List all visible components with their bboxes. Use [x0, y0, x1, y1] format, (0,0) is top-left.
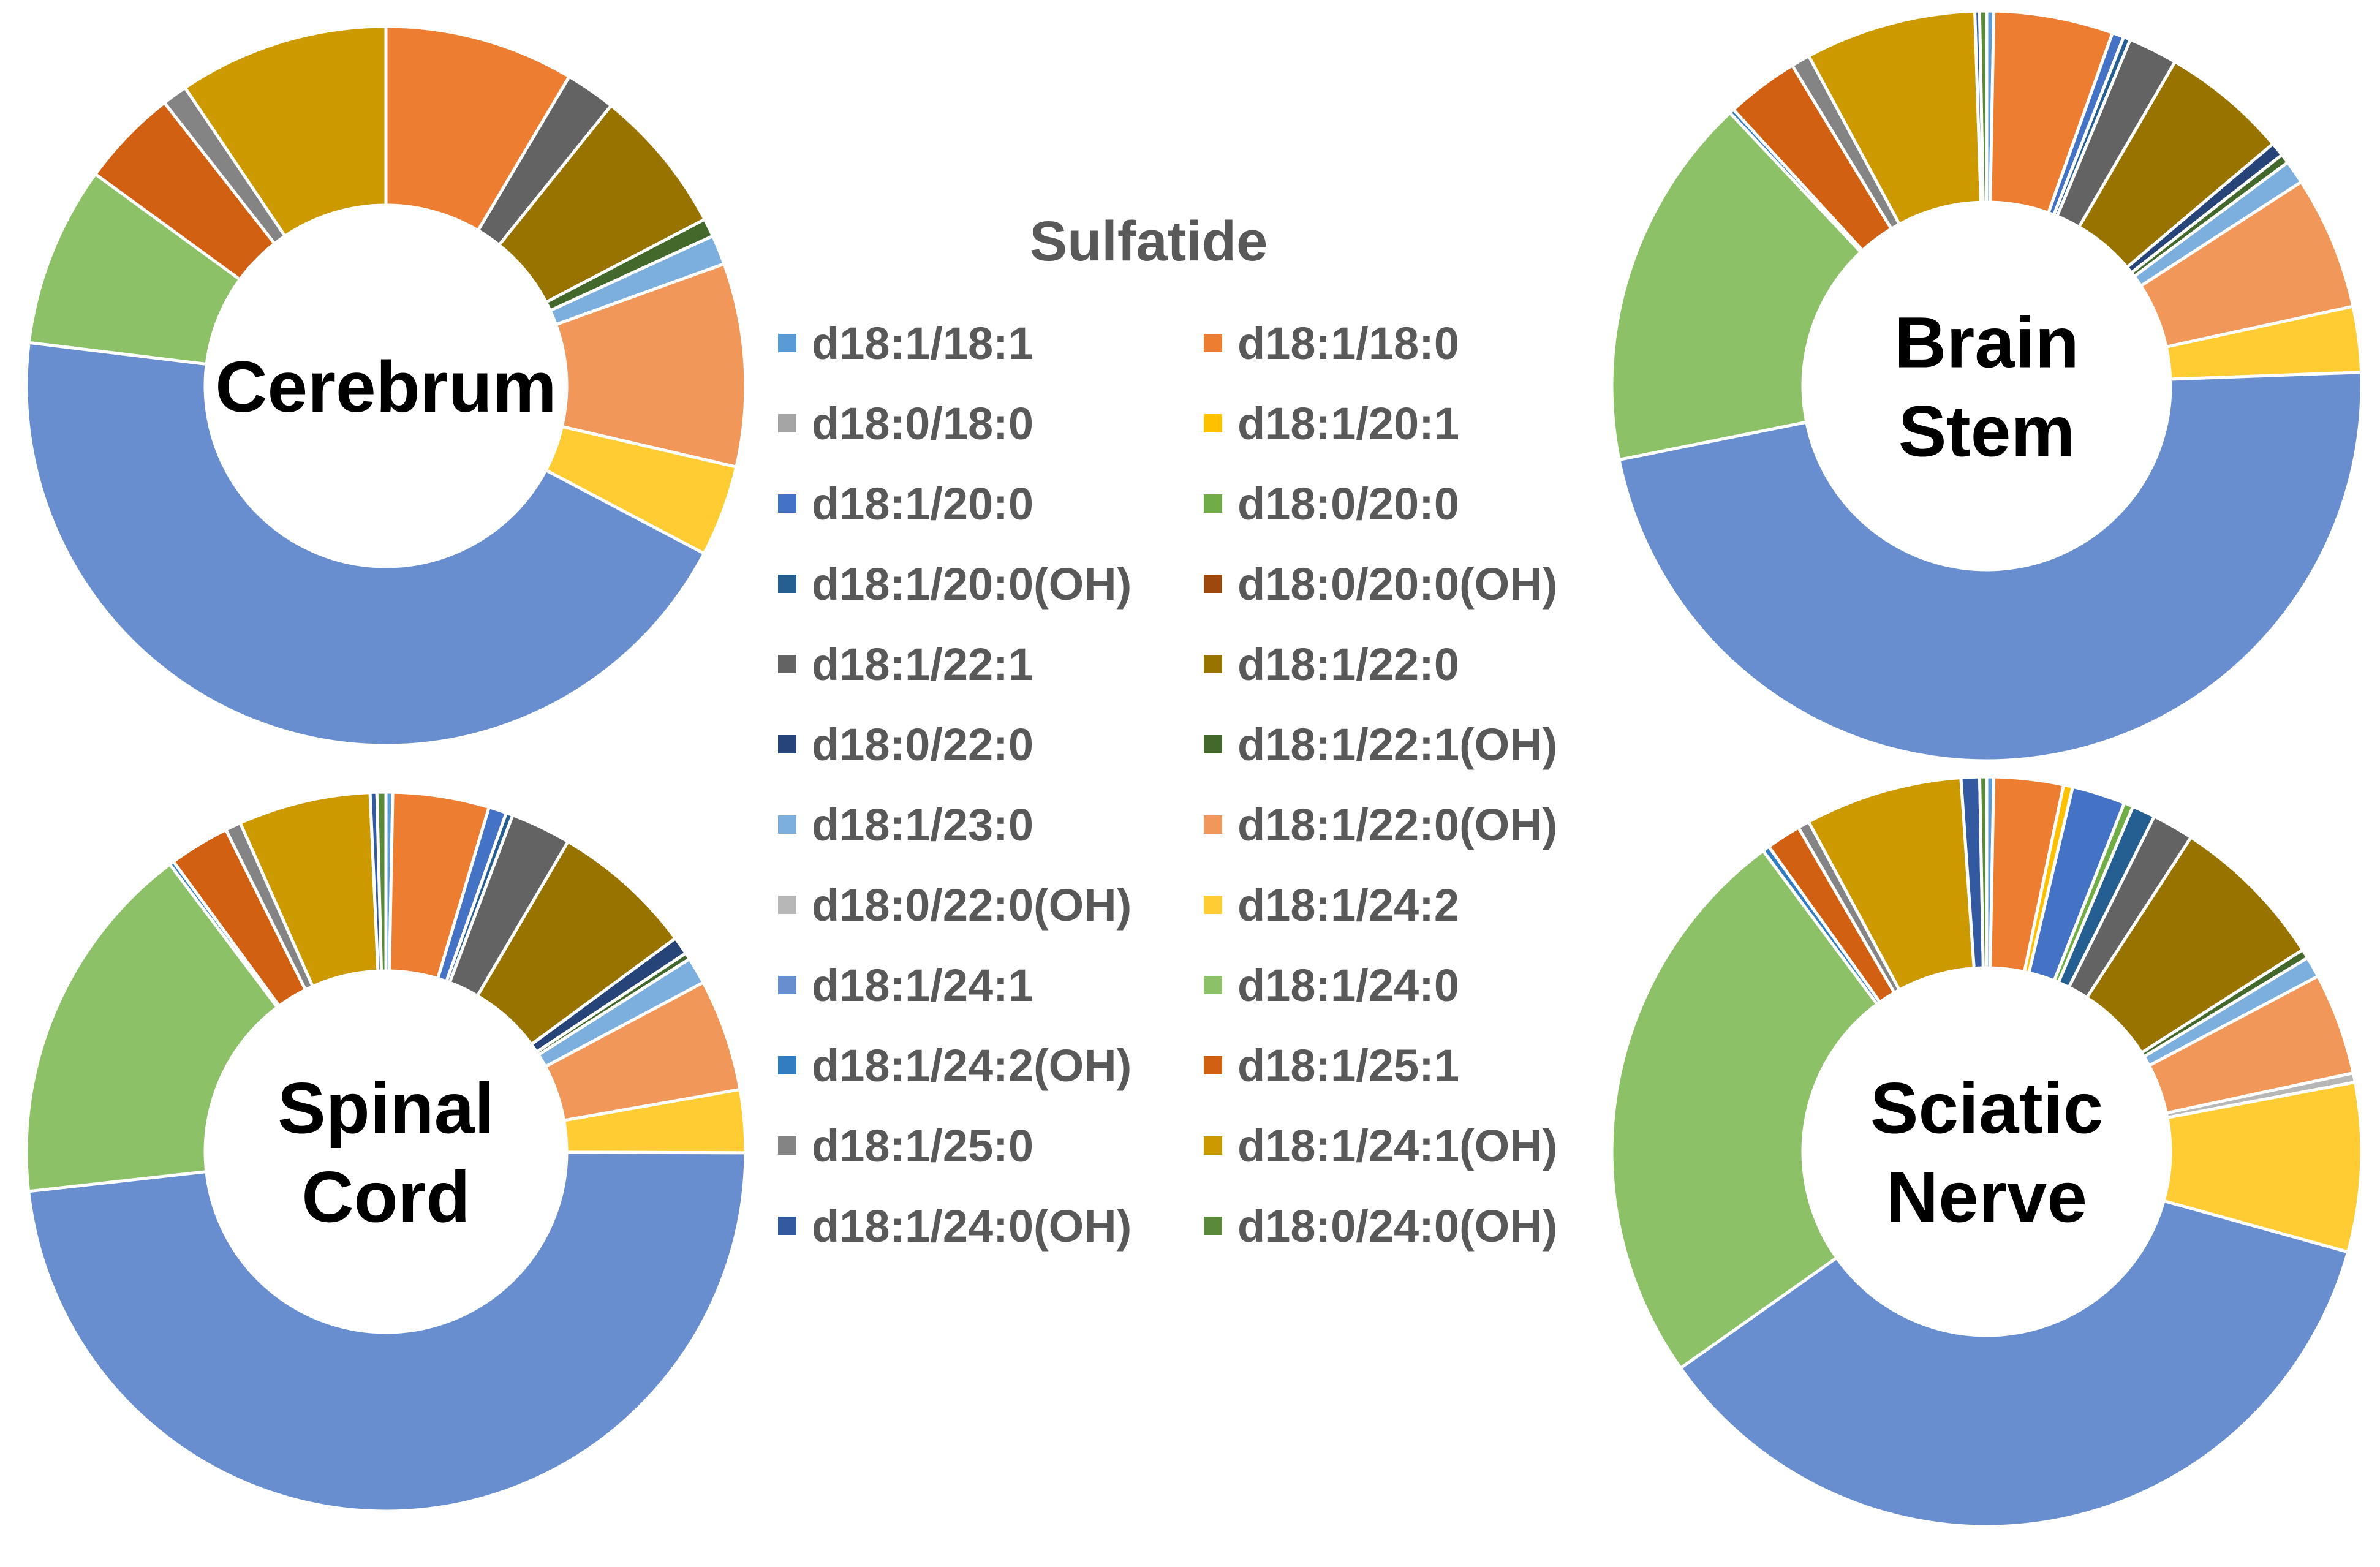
donut-3-slice-d18:0/24:0(OH): [375, 790, 388, 973]
legend-label: d18:1/22:0: [1237, 639, 1459, 690]
legend-label: d18:1/20:0: [812, 478, 1033, 529]
legend-item: d18:1/24:2(OH): [778, 1040, 1131, 1091]
legend-item: d18:0/20:0: [1204, 478, 1459, 529]
legend-swatch: [778, 655, 796, 673]
legend-label: d18:1/20:0(OH): [812, 559, 1131, 610]
legend-label: d18:1/24:2(OH): [812, 1040, 1131, 1091]
donut-1-slice-d18:1/24:1: [25, 341, 706, 747]
legend-swatch: [778, 896, 796, 914]
legend-item: d18:1/25:0: [778, 1120, 1033, 1171]
legend-label: d18:1/18:1: [812, 318, 1033, 369]
legend-item: d18:1/18:0: [1204, 318, 1459, 369]
legend-label: d18:0/20:0: [1237, 478, 1459, 529]
legend-item: d18:1/24:2: [1204, 880, 1459, 931]
legend-item: d18:1/24:0: [1204, 960, 1459, 1011]
legend-label: d18:1/24:2: [1237, 880, 1459, 931]
legend-label: d18:0/18:0: [812, 398, 1033, 449]
donut-4-slice-d18:1/24:1: [1678, 1199, 2350, 1528]
legend-label: d18:1/18:0: [1237, 318, 1459, 369]
legend-label: d18:1/24:0(OH): [812, 1201, 1131, 1252]
donut-1-slice-d18:1/22:0(OH): [554, 262, 747, 469]
donut-2-slice-d18:1/24:1: [1617, 371, 2363, 763]
legend-item: d18:1/20:0: [778, 478, 1033, 529]
legend-swatch: [778, 976, 796, 994]
donut-2-slice-d18:1/24:0: [1610, 110, 1864, 462]
legend-item: d18:0/18:0: [778, 398, 1033, 449]
donut-1-label: Cerebrum: [215, 347, 556, 428]
legend-swatch: [778, 575, 796, 593]
legend-swatch: [778, 1217, 796, 1235]
legend-label: d18:1/25:1: [1237, 1040, 1459, 1091]
legend-item: d18:1/22:0(OH): [1204, 799, 1557, 850]
legend-label: d18:0/22:0: [812, 719, 1033, 770]
legend-label: d18:1/24:1(OH): [1237, 1120, 1557, 1171]
legend-item: d18:0/24:0(OH): [1204, 1201, 1557, 1252]
legend-swatch: [778, 414, 796, 432]
legend-swatch: [1204, 976, 1222, 994]
legend-swatch: [1204, 815, 1222, 834]
legend-item: d18:1/24:1: [778, 960, 1033, 1011]
legend-item: d18:1/22:0: [1204, 639, 1459, 690]
legend-swatch: [778, 1136, 796, 1155]
legend-label: d18:1/22:0(OH): [1237, 799, 1557, 850]
donut-3-slice-d18:1/24:0: [25, 862, 280, 1193]
legend-label: d18:1/25:0: [812, 1120, 1033, 1171]
legend-swatch: [1204, 575, 1222, 593]
legend-swatch: [778, 494, 796, 513]
legend-item: d18:1/22:1: [778, 639, 1033, 690]
legend-label: d18:1/22:1: [812, 639, 1033, 690]
legend-label: d18:1/24:1: [812, 960, 1033, 1011]
legend-item: d18:0/22:0(OH): [778, 880, 1131, 931]
donut-4-slice-d18:1/24:0: [1610, 848, 1879, 1370]
legend-swatch: [1204, 414, 1222, 432]
donut-1-slice-d18:1/24:1(OH): [183, 25, 388, 238]
legend-swatch: [778, 334, 796, 352]
legend-item: d18:1/24:1(OH): [1204, 1120, 1557, 1171]
legend-swatch: [1204, 1217, 1222, 1235]
donut-4-slice-d18:0/24:0(OH): [1978, 775, 1989, 970]
legend: Sulfatide d18:1/18:1 d18:1/18:0 d18:0/18:0…: [778, 210, 1557, 1252]
legend-item: d18:1/22:1(OH): [1204, 719, 1557, 770]
legend-swatch: [1204, 494, 1222, 513]
donut-1: Cerebrum: [25, 25, 747, 747]
legend-label: d18:0/24:0(OH): [1237, 1201, 1557, 1252]
legend-swatch: [1204, 735, 1222, 753]
donut-2-slice-d18:0/24:0(OH): [1978, 9, 1989, 204]
legend-item: d18:1/24:0(OH): [778, 1201, 1131, 1252]
legend-swatch: [1204, 1136, 1222, 1155]
legend-swatch: [778, 735, 796, 753]
legend-item: d18:0/22:0: [778, 719, 1033, 770]
legend-items: d18:1/18:1 d18:1/18:0 d18:0/18:0 d18:1/20:1…: [778, 318, 1557, 1252]
legend-label: d18:0/20:0(OH): [1237, 559, 1557, 610]
legend-item: d18:0/20:0(OH): [1204, 559, 1557, 610]
legend-title: Sulfatide: [1030, 210, 1267, 273]
legend-swatch: [1204, 1056, 1222, 1074]
legend-label: d18:1/24:0: [1237, 960, 1459, 1011]
legend-item: d18:1/25:1: [1204, 1040, 1459, 1091]
legend-item: d18:1/20:0(OH): [778, 559, 1131, 610]
legend-swatch: [778, 815, 796, 834]
legend-item: d18:1/18:1: [778, 318, 1033, 369]
legend-label: d18:1/22:1(OH): [1237, 719, 1557, 770]
legend-swatch: [1204, 655, 1222, 673]
legend-swatch: [1204, 896, 1222, 914]
legend-label: d18:1/23:0: [812, 799, 1033, 850]
legend-item: d18:1/23:0: [778, 799, 1033, 850]
legend-label: d18:1/20:1: [1237, 398, 1459, 449]
legend-label: d18:0/22:0(OH): [812, 880, 1131, 931]
legend-swatch: [778, 1056, 796, 1074]
legend-swatch: [1204, 334, 1222, 352]
legend-item: d18:1/20:1: [1204, 398, 1459, 449]
donut-3-slice-d18:1/24:1: [26, 1150, 747, 1513]
